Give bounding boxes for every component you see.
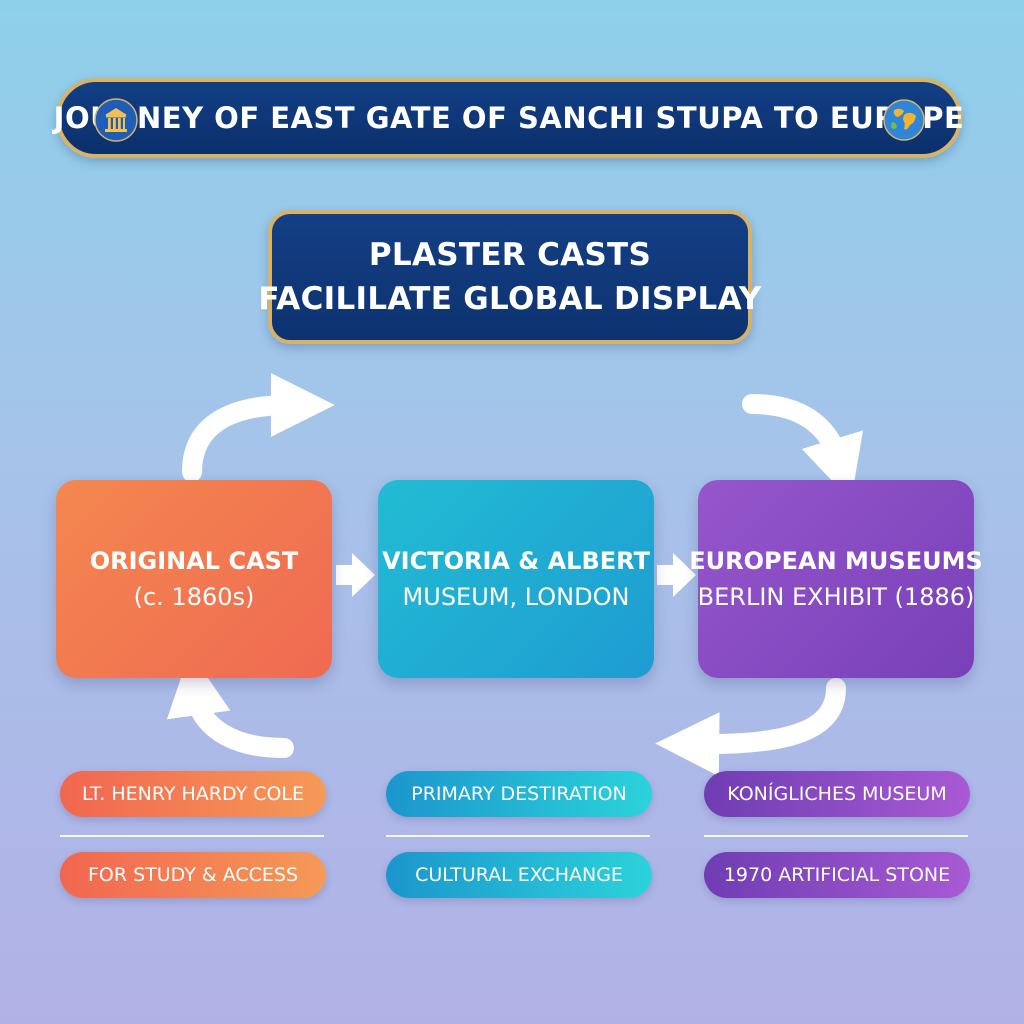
label-pill: PRIMARY DESTIRATION — [386, 771, 652, 817]
page-title: JOURNEY OF EAST GATE OF SANCHI STUPA TO … — [53, 101, 965, 135]
connector-arrow-1 — [336, 565, 354, 585]
subtitle-box: PLASTER CASTS FACILILATE GLOBAL DISPLAY — [258, 210, 761, 344]
title-banner: JOURNEY OF EAST GATE OF SANCHI STUPA TO … — [53, 78, 965, 158]
label-pill: KONÍGLICHES MUSEUM — [704, 771, 970, 817]
node-victoria-albert: VICTORIA & ALBERT MUSEUM, LONDON — [378, 480, 654, 678]
label-pill: CULTURAL EXCHANGE — [386, 852, 652, 898]
label-pill: FOR STUDY & ACCESS — [60, 852, 326, 898]
subtitle-line-2: FACILILATE GLOBAL DISPLAY — [258, 281, 762, 317]
curved-arrow-bottom-left — [166, 651, 294, 758]
node-subtitle: MUSEUM, LONDON — [402, 583, 630, 611]
node-european-museums: EUROPEAN MUSEUMS BERLIN EXHIBIT (1886) — [689, 480, 983, 678]
label-pill: LT. HENRY HARDY COLE — [60, 771, 326, 817]
node-title: EUROPEAN MUSEUMS — [689, 547, 983, 575]
node-subtitle: BERLIN EXHIBIT (1886) — [697, 583, 975, 611]
divider — [60, 835, 324, 837]
divider — [386, 835, 650, 837]
node-title: VICTORIA & ALBERT — [382, 547, 650, 575]
subtitle-line-1: PLASTER CASTS — [368, 237, 652, 273]
curved-arrow-top-right — [742, 394, 864, 501]
curved-arrow-bottom-right — [655, 678, 846, 777]
curved-arrow-top-left — [182, 373, 335, 482]
label-pill: 1970 ARTIFICIAL STONE — [704, 852, 970, 898]
connector-arrow-2 — [657, 565, 675, 585]
globe-icon — [883, 99, 925, 141]
node-original-cast: ORIGINAL CAST (c. 1860s) — [56, 480, 332, 678]
museum-icon — [94, 98, 138, 142]
node-title: ORIGINAL CAST — [89, 547, 299, 575]
divider — [704, 835, 968, 837]
node-subtitle: (c. 1860s) — [133, 583, 255, 611]
